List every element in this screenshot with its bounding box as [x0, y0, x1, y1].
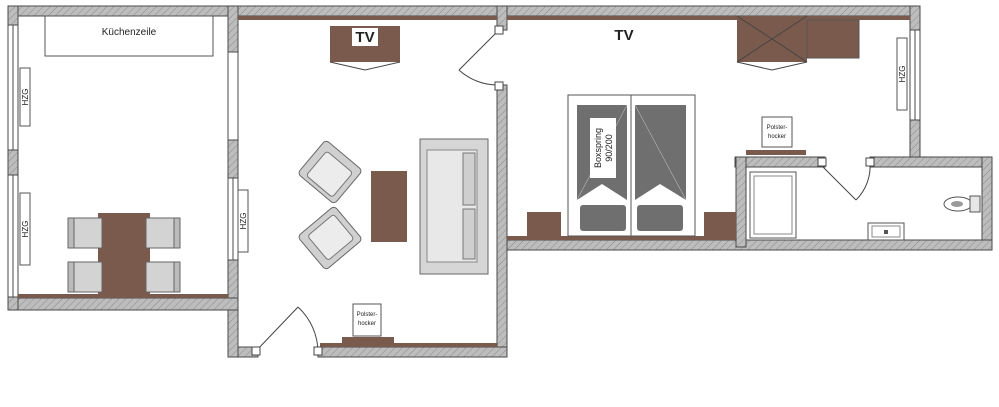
tv-label-bedroom: TV: [614, 27, 633, 44]
heater-kitchen-upper: HZG: [19, 67, 31, 127]
shower: [749, 171, 797, 239]
heater-bedroom: HZG: [896, 37, 908, 111]
armchair-upper: [298, 140, 362, 204]
tv-cabinet-living: TV: [329, 26, 401, 71]
door-bathroom[interactable]: [817, 157, 875, 201]
heater-living: HZG: [237, 189, 249, 253]
svg-text:Polster-: Polster-: [357, 312, 378, 318]
kitchen-counter: Küchenzeile: [44, 15, 214, 57]
bed-label: Boxspring: [593, 128, 603, 168]
heater-kitchen-lower: HZG: [19, 192, 31, 266]
wardrobe: [736, 15, 860, 71]
window-right: [909, 29, 921, 121]
svg-text:Polster-: Polster-: [767, 125, 788, 131]
kitchen-label: Küchenzeile: [102, 27, 157, 38]
svg-text:HZG: HZG: [21, 221, 30, 238]
svg-text:hocker: hocker: [358, 321, 376, 327]
stool-living: Polster- hocker: [342, 303, 394, 344]
svg-text:HZG: HZG: [239, 213, 248, 230]
svg-text:90/200: 90/200: [604, 134, 614, 162]
door-bedroom[interactable]: [458, 25, 504, 91]
svg-text:HZG: HZG: [21, 89, 30, 106]
coffee-table: [371, 171, 407, 242]
door-entrance[interactable]: [251, 306, 323, 356]
nightstands: [527, 212, 736, 240]
tv-label-living: TV: [355, 29, 374, 46]
sink: [867, 222, 905, 241]
dining-table: [98, 213, 150, 298]
walls: [7, 5, 993, 358]
svg-text:HZG: HZG: [898, 66, 907, 83]
window-left: [7, 24, 19, 298]
dining-chairs: [67, 217, 181, 293]
stool-bedroom: Polster- hocker: [761, 116, 793, 148]
svg-text:hocker: hocker: [768, 134, 786, 140]
armchair-lower: [298, 206, 362, 270]
bed: Boxspring 90/200: [567, 94, 696, 237]
sofa: [419, 138, 489, 275]
toilet: [943, 195, 981, 213]
